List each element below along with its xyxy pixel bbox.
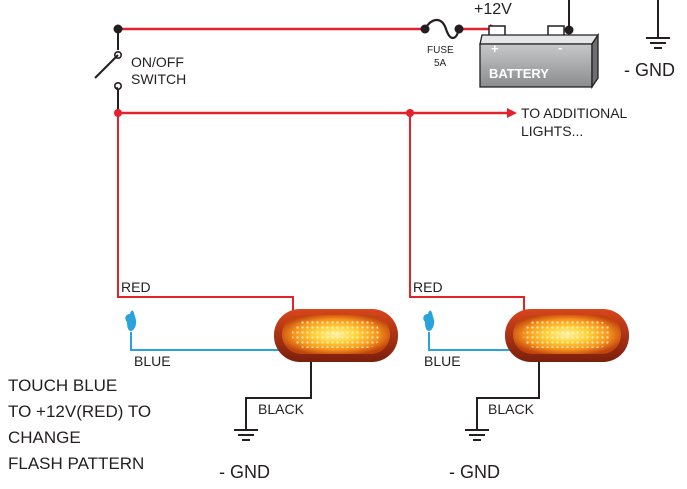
fuse-label: FUSE (427, 45, 454, 56)
right-black-label: BLACK (488, 401, 535, 417)
battery-label: BATTERY (489, 66, 549, 81)
battery-ground-label: - GND (624, 60, 675, 80)
fuse-icon (424, 18, 464, 40)
left-light-wiring (117, 113, 312, 430)
right-red-label: RED (413, 279, 443, 295)
right-light-wiring (409, 113, 540, 430)
battery-ground-icon (646, 0, 670, 49)
fuse-rating: 5A (434, 58, 447, 69)
battery-negative: - (558, 40, 562, 55)
distribution-wire (114, 108, 517, 118)
battery-icon (479, 0, 600, 90)
switch-label-line1: ON/OFF (131, 54, 184, 70)
left-red-label: RED (121, 279, 151, 295)
additional-lights-line2: LIGHTS... (521, 123, 583, 139)
right-finger-icon (423, 310, 435, 331)
left-black-label: BLACK (258, 401, 305, 417)
additional-lights-line1: TO ADDITIONAL (521, 105, 628, 121)
battery-positive: + (491, 41, 499, 56)
voltage-label: +12V (474, 1, 512, 18)
note-line3: CHANGE (8, 428, 81, 447)
note-line1: TOUCH BLUE (8, 376, 117, 395)
left-blue-label: BLUE (134, 353, 171, 369)
right-ground-icon (465, 429, 489, 441)
switch-icon (94, 50, 123, 113)
right-ground-label: - GND (449, 462, 500, 482)
left-ground-label: - GND (219, 462, 270, 482)
switch-label-line2: SWITCH (131, 71, 186, 87)
right-blue-label: BLUE (424, 353, 461, 369)
left-ground-icon (234, 429, 258, 441)
right-led-light (505, 309, 629, 362)
note-line2: TO +12V(RED) TO (8, 402, 151, 421)
left-finger-icon (125, 310, 137, 331)
left-led-light (274, 309, 398, 362)
note-line4: FLASH PATTERN (8, 454, 144, 473)
